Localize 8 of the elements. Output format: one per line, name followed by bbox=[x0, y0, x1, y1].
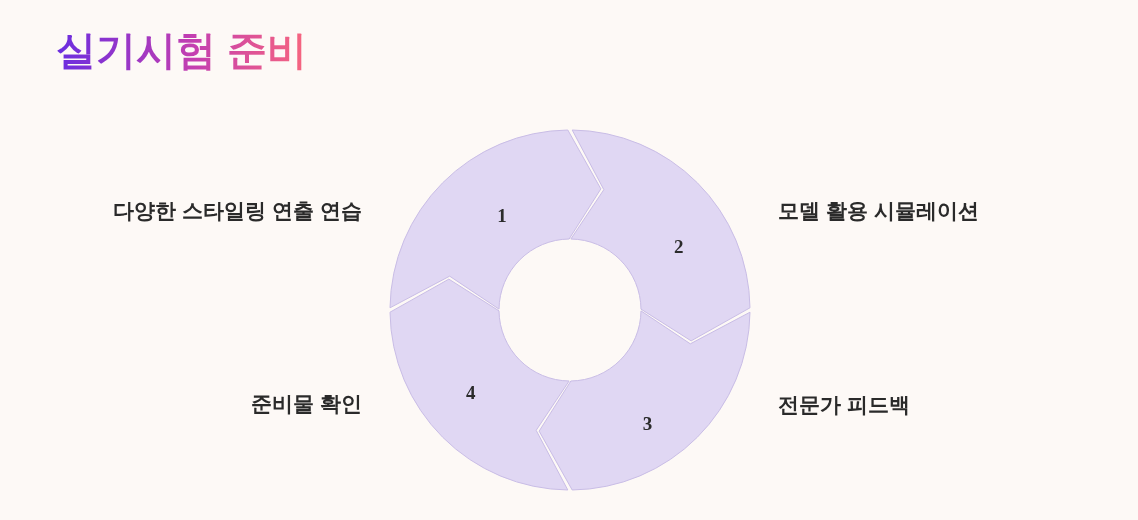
step-number: 3 bbox=[642, 414, 653, 435]
step-number: 2 bbox=[674, 237, 684, 258]
step-label: 준비물 확인 bbox=[251, 391, 362, 417]
step-number: 1 bbox=[497, 205, 507, 226]
step-number: 4 bbox=[465, 382, 476, 403]
step-label: 전문가 피드백 bbox=[778, 392, 910, 418]
step-label: 다양한 스타일링 연출 연습 bbox=[113, 198, 362, 224]
step-label: 모델 활용 시뮬레이션 bbox=[778, 198, 979, 224]
